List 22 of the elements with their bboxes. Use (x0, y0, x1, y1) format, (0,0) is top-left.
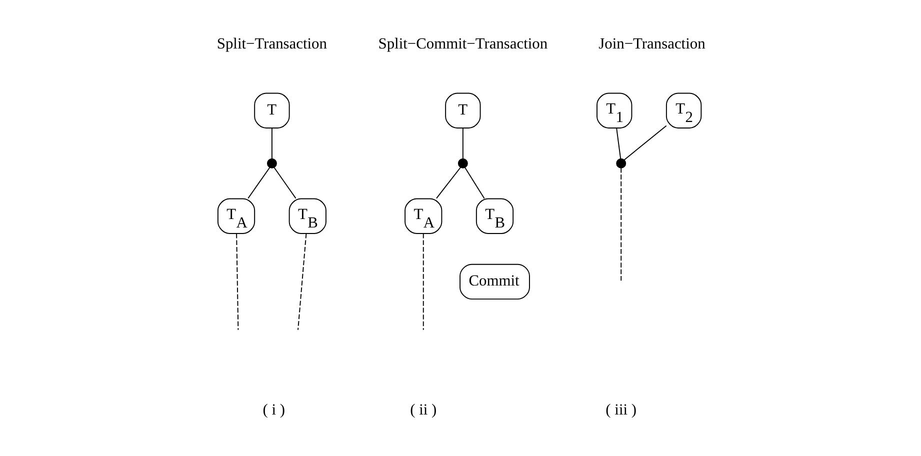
label: Split−Commit−Transaction (378, 36, 548, 53)
connector (273, 166, 296, 199)
connector (236, 233, 238, 330)
connector (270, 128, 272, 160)
connector (464, 167, 484, 200)
connector (297, 233, 306, 330)
connector (247, 166, 270, 199)
connector (422, 233, 424, 330)
node-circle (457, 158, 468, 168)
connector (620, 167, 622, 282)
label: ( ii ) (410, 402, 436, 419)
node-box: Commit (459, 264, 530, 300)
label: Split−Transaction (216, 36, 326, 53)
connector (462, 128, 463, 160)
label: ( i ) (262, 402, 285, 419)
label: Join−Transaction (598, 36, 705, 53)
connector (436, 166, 461, 199)
connector (623, 125, 666, 160)
connector (616, 128, 621, 160)
label: ( iii ) (605, 402, 636, 419)
node-circle (266, 158, 276, 168)
node-circle (616, 158, 626, 168)
